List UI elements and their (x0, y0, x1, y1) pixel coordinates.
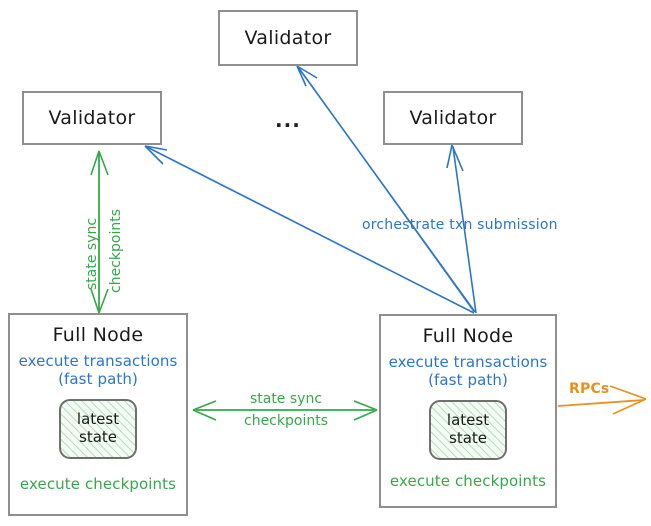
validator-label-left: Validator (48, 107, 136, 129)
latest-state-right-line1: latest (446, 410, 490, 429)
validator-box-top[interactable]: Validator (218, 10, 358, 66)
full-node-fastpath-left-line1: execute transactions (18, 352, 178, 370)
full-node-box-left[interactable]: Full Node execute transactions (fast pat… (8, 313, 188, 516)
latest-state-right-line2: state (449, 428, 487, 447)
latest-state-left-line1: latest (76, 409, 120, 428)
edge-label-state-sync-horizontal-line1: state sync (249, 391, 323, 407)
full-node-title-left: Full Node (52, 324, 144, 346)
edge-label-rpcs: RPCs (569, 381, 610, 397)
full-node-checkpoints-left: execute checkpoints (19, 474, 177, 493)
validator-box-left[interactable]: Validator (22, 91, 162, 145)
validator-label-right: Validator (409, 107, 497, 129)
full-node-fastpath-left-line2: (fast path) (58, 370, 138, 389)
latest-state-left-line2: state (79, 427, 117, 446)
latest-state-box-right[interactable]: latest state (429, 399, 507, 460)
full-node-title-right: Full Node (422, 325, 514, 347)
full-node-fastpath-right-line1: execute transactions (388, 353, 548, 371)
full-node-box-right[interactable]: Full Node execute transactions (fast pat… (379, 314, 557, 508)
validator-label-top: Validator (244, 27, 332, 49)
full-node-checkpoints-right: execute checkpoints (389, 471, 547, 490)
full-node-fastpath-right: execute transactions (fast path) (389, 353, 548, 390)
latest-state-box-left[interactable]: latest state (59, 398, 137, 459)
edge-label-orchestrate-txn: orchestrate txn submission (362, 217, 558, 233)
validator-box-right[interactable]: Validator (383, 91, 523, 145)
edge-label-state-sync-horizontal-line2: checkpoints (244, 413, 328, 429)
full-node-fastpath-right-line2: (fast path) (428, 371, 508, 390)
validators-ellipsis: ... (275, 108, 301, 132)
edge-label-state-sync-vertical-line1: state sync (84, 217, 100, 290)
edge-label-state-sync-vertical-line2: checkpoints (108, 209, 124, 293)
full-node-fastpath-left: execute transactions (fast path) (19, 352, 178, 389)
